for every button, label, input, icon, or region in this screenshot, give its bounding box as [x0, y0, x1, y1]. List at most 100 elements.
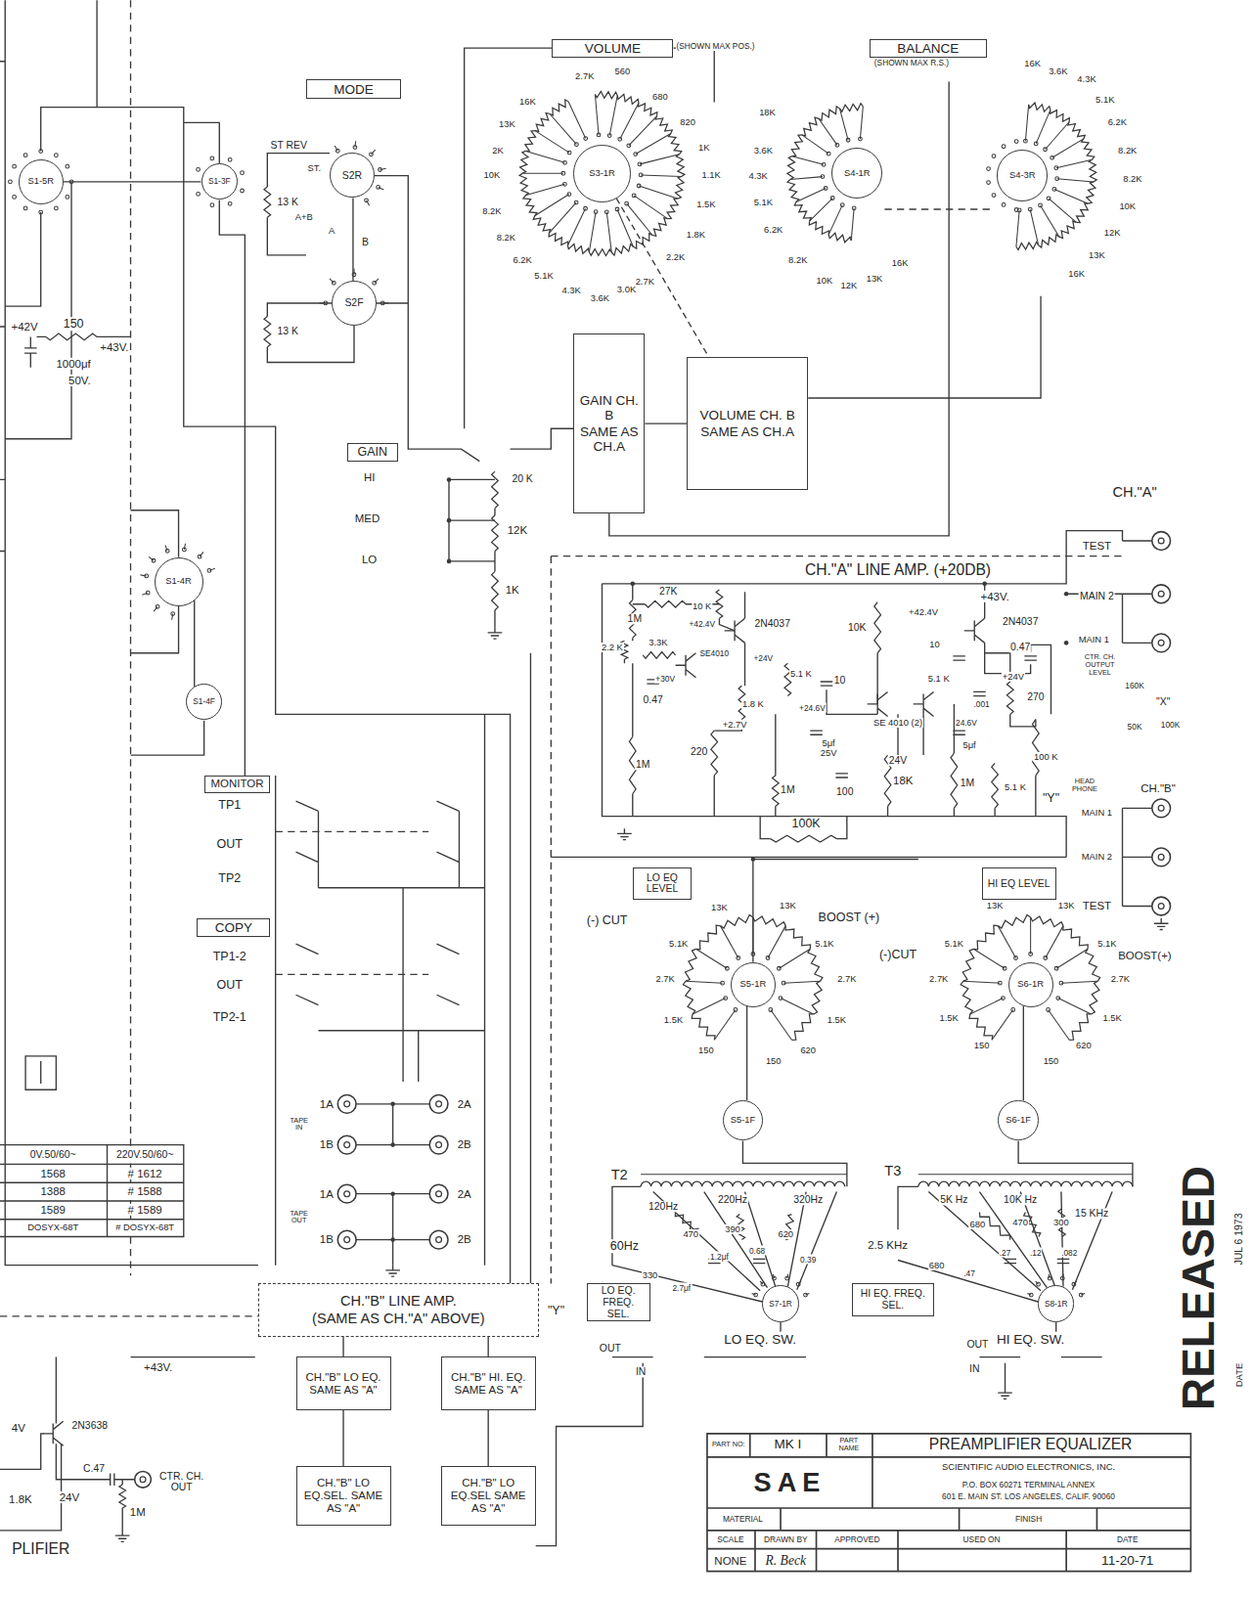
schematic-line [997, 926, 1016, 959]
resistor-symbol [1063, 926, 1088, 950]
component-label: 620 [776, 1229, 795, 1240]
component-label: +42.4V [687, 619, 716, 629]
capacitor-symbol [1004, 1258, 1018, 1263]
label-anchor: .47 [962, 1268, 977, 1278]
schematic-line [809, 198, 834, 223]
component-label: 0.47 [1009, 642, 1031, 654]
label-anchor: 16K [1023, 58, 1042, 69]
schematic-line [760, 1281, 763, 1285]
component-label: 4.3K [561, 285, 582, 296]
node-label: S5-1F [730, 1115, 757, 1126]
label-anchor: 13K [865, 273, 885, 284]
switch-section: S6-1R [1008, 962, 1054, 1008]
label-box: MONITOR [204, 775, 271, 794]
component-label: OUT [598, 1342, 623, 1354]
node-label: CH."B" LINE AMP. [340, 1293, 457, 1309]
component-label: A+B [294, 212, 314, 223]
label-anchor: ST. [307, 163, 323, 174]
component-label: 100K [791, 816, 822, 831]
label-box: HI EQ. FREQ. SEL. [851, 1283, 934, 1316]
resistor-symbol [1088, 159, 1097, 182]
schematic-line [1029, 209, 1038, 246]
node-label: S1-5R [27, 176, 54, 187]
component-label: HEAD PHONE [1069, 777, 1100, 794]
label-anchor: # DOSYX-68T [114, 1222, 176, 1233]
schematic-line [568, 101, 586, 139]
jack-center [1158, 590, 1164, 597]
component-label: CH."A" [1111, 484, 1158, 500]
component-label: DRAWN BY [762, 1534, 809, 1545]
component-label: 0.47 [641, 694, 664, 706]
label-anchor: 1.5K [663, 1015, 684, 1026]
resistor-symbol [1069, 1014, 1091, 1040]
label-anchor: 0V.50/60~ [29, 1149, 78, 1161]
junction-dot [447, 559, 452, 565]
component-label: TP1-2 [212, 949, 248, 964]
component-label: R. Beck [764, 1553, 807, 1568]
component-label: 24.6V [954, 716, 979, 727]
ground-symbol [997, 1387, 1013, 1399]
label-anchor: ST REV [268, 140, 308, 152]
subassembly-box: CH."B" LINE AMP.(SAME AS CH."A" ABOVE) [258, 1283, 539, 1337]
switch-section: S1-4R [154, 557, 204, 607]
jack-center [344, 1191, 351, 1198]
label-anchor: 2.7μf [670, 1283, 692, 1293]
schematic-line [714, 1009, 736, 1040]
resistor-symbol [874, 602, 882, 654]
transformer-winding [918, 1181, 1133, 1187]
component-label: 60Hz [609, 1239, 640, 1253]
component-label: 8.2K [495, 232, 517, 243]
label-anchor: NONE [713, 1555, 748, 1567]
resistor-symbol [668, 133, 681, 154]
label-anchor: OUT [965, 1339, 989, 1350]
schematic-line [1054, 188, 1089, 204]
label-box: MODE [306, 79, 402, 99]
node-label: S7-1R [768, 1299, 793, 1309]
node-label: HI EQ. FREQ. SEL. [855, 1288, 930, 1311]
label-box: COPY [196, 918, 270, 938]
switch-section: S4-3R [996, 149, 1048, 201]
jack-symbol [1152, 799, 1171, 818]
label-anchor: 5.1K [668, 939, 689, 949]
label-anchor: 24.6V [954, 717, 979, 727]
wire-connector [644, 422, 687, 424]
capacitor-symbol [820, 681, 834, 686]
label-anchor: 220Hz [716, 1194, 749, 1206]
schematic-line [374, 278, 379, 283]
label-anchor: C.47 [82, 1464, 106, 1476]
jack-center [436, 1237, 443, 1244]
component-label: 300 [1052, 1217, 1071, 1228]
resistor-symbol [950, 753, 958, 808]
switch-contact [39, 210, 44, 215]
label-anchor: 470 [681, 1229, 700, 1240]
label-anchor: 16K [1067, 268, 1086, 278]
label-anchor: 6.2K [511, 255, 533, 266]
label-anchor: 8.2K [1121, 173, 1143, 183]
label-anchor: MAIN 2 [1078, 591, 1116, 603]
component-label: CH."B" [1139, 782, 1177, 795]
resistor-symbol [520, 150, 529, 174]
component-label: +24V [1001, 671, 1026, 682]
label-anchor: +43V. [142, 1361, 174, 1374]
label-anchor: 50V. [67, 374, 92, 387]
schematic-line [594, 93, 599, 135]
component-label: DATE [1234, 1362, 1245, 1388]
label-anchor: 4.3K [747, 171, 768, 181]
schematic-line [1027, 1294, 1031, 1296]
jack-center [1158, 537, 1164, 544]
label-anchor: +43V. [979, 590, 1010, 603]
resistor-symbol [588, 249, 612, 257]
component-label: USED ON [962, 1534, 1002, 1545]
label-anchor: 5μf 25V [812, 738, 844, 759]
label-anchor: 4.3K [561, 285, 582, 296]
component-label: SE4010 [698, 647, 730, 658]
component-label: 15 KHz [1073, 1208, 1110, 1220]
resistor-symbol [794, 202, 811, 223]
label-anchor: 3.3K [647, 637, 669, 648]
junction-dot [390, 1102, 396, 1108]
component-label: 5.1K [813, 939, 835, 949]
switch-contact [991, 193, 996, 198]
transistor-symbol [43, 1421, 64, 1446]
label-anchor: 13K [710, 902, 729, 913]
